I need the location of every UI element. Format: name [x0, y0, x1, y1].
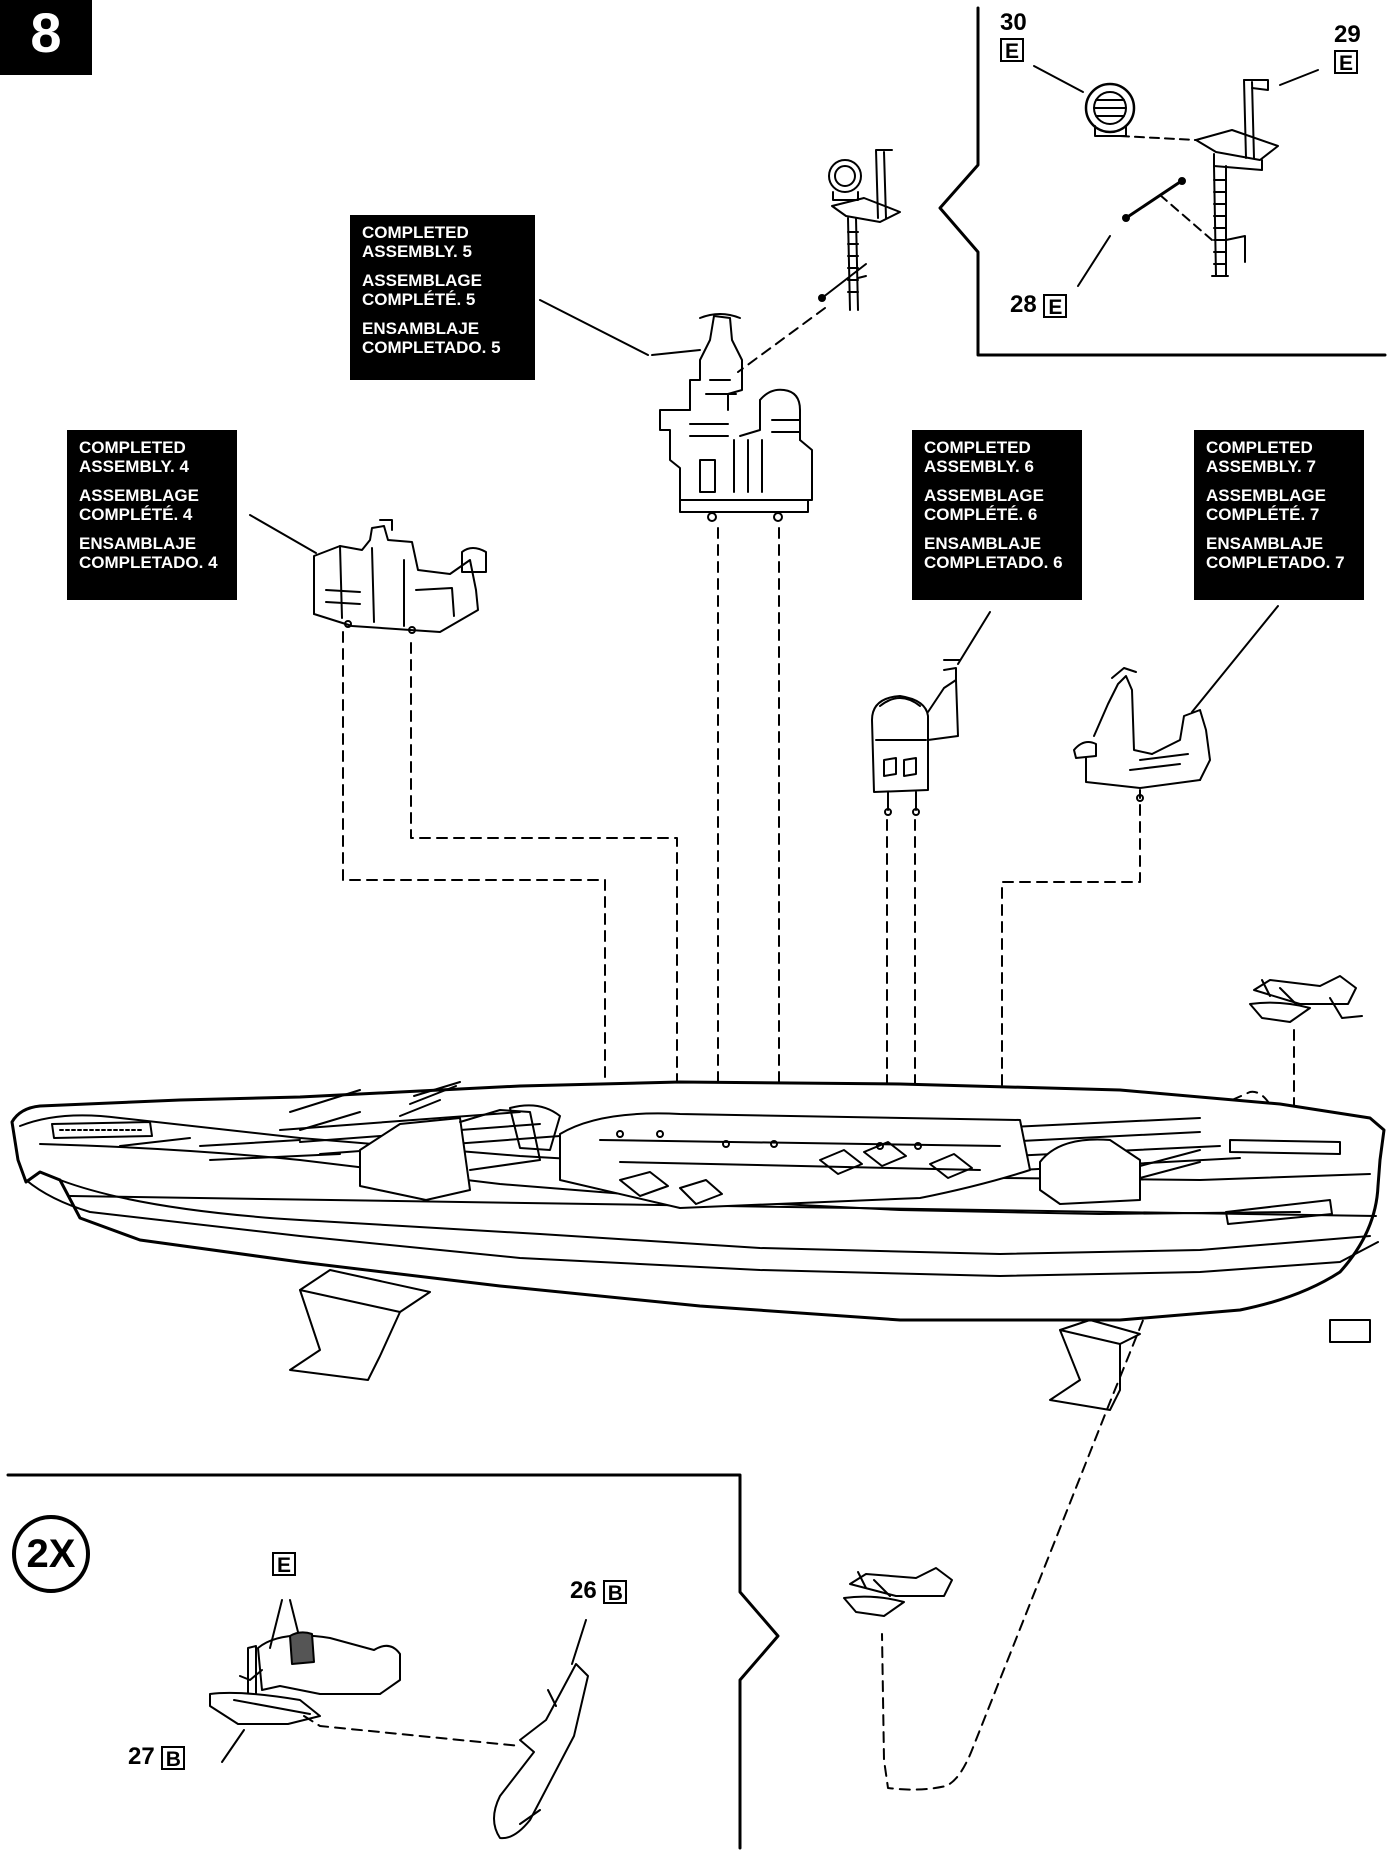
seaplane-upper [1249, 975, 1363, 1023]
callout-assembly-6-en: COMPLETED ASSEMBLY. 6 [924, 438, 1034, 476]
part-27-number: 27 [128, 1743, 155, 1770]
step-number: 8 [0, 0, 92, 75]
quantity-badge: 2X [12, 1515, 90, 1593]
callout-assembly-4-es: ENSAMBLAJE COMPLETADO. 4 [79, 534, 218, 572]
float-part-26 [493, 1619, 589, 1840]
callout-assembly-5-en: COMPLETED ASSEMBLY. 5 [362, 223, 472, 261]
part-28-tree: E [1043, 293, 1068, 319]
seaplane-detail-inset [6, 1473, 780, 1850]
callout-assembly-4-en: COMPLETED ASSEMBLY. 4 [79, 438, 189, 476]
tower-mast-detail [818, 149, 901, 311]
part-30-label: 30 E [1000, 9, 1027, 63]
propeller-tree: E [272, 1551, 296, 1577]
part-30-number: 30 [1000, 9, 1027, 36]
mast-detail-inset [938, 6, 1387, 357]
callout-assembly-7: COMPLETED ASSEMBLY. 7 ASSEMBLAGE COMPLÉT… [1194, 430, 1364, 600]
part-29-number: 29 [1334, 21, 1361, 48]
part-28-number: 28 [1010, 291, 1037, 318]
callout-assembly-6-fr: ASSEMBLAGE COMPLÉTÉ. 6 [924, 486, 1044, 524]
inset-guide-lines [1119, 135, 1213, 241]
mast-part-29 [1195, 69, 1319, 277]
callout-assembly-7-es: ENSAMBLAJE COMPLETADO. 7 [1206, 534, 1345, 572]
yardarm-part-28 [1077, 177, 1186, 287]
callout-assembly-6: COMPLETED ASSEMBLY. 6 ASSEMBLAGE COMPLÉT… [912, 430, 1082, 600]
part-30-tree: E [1000, 37, 1024, 63]
bridge-tower-assembly-5 [539, 299, 813, 522]
callout-assembly-4: COMPLETED ASSEMBLY. 4 ASSEMBLAGE COMPLÉT… [67, 430, 237, 600]
float-guide-line [303, 1715, 521, 1747]
assembly-guide-lines [342, 527, 1295, 1791]
part-27-label: 27 B [128, 1743, 186, 1771]
callout-assembly-5-es: ENSAMBLAJE COMPLETADO. 5 [362, 319, 501, 357]
part-28-label: 28 E [1010, 291, 1068, 319]
seaplane-detail [209, 1599, 401, 1763]
callout-assembly-6-es: ENSAMBLAJE COMPLETADO. 6 [924, 534, 1063, 572]
propeller-tree-label: E [272, 1550, 296, 1577]
callout-assembly-5: COMPLETED ASSEMBLY. 5 ASSEMBLAGE COMPLÉT… [350, 215, 535, 380]
part-29-tree: E [1334, 49, 1358, 75]
radar-dish-part-30 [1033, 65, 1136, 137]
part-26-number: 26 [570, 1577, 597, 1604]
seaplane-lower [843, 1567, 953, 1617]
mast-to-tower-guide [737, 307, 826, 373]
part-27-tree: B [161, 1745, 186, 1771]
battleship-hull [10, 1080, 1386, 1411]
aft-superstructure-assembly-7 [1073, 605, 1279, 802]
callout-assembly-4-fr: ASSEMBLAGE COMPLÉTÉ. 4 [79, 486, 199, 524]
callout-assembly-7-en: COMPLETED ASSEMBLY. 7 [1206, 438, 1316, 476]
part-26-tree: B [603, 1579, 628, 1605]
forward-superstructure-assembly-4 [249, 514, 487, 634]
part-29-label: 29 E [1334, 21, 1361, 75]
part-26-label: 26 B [570, 1577, 628, 1605]
callout-assembly-5-fr: ASSEMBLAGE COMPLÉTÉ. 5 [362, 271, 482, 309]
callout-assembly-7-fr: ASSEMBLAGE COMPLÉTÉ. 7 [1206, 486, 1326, 524]
funnel-assembly-6 [871, 611, 991, 816]
